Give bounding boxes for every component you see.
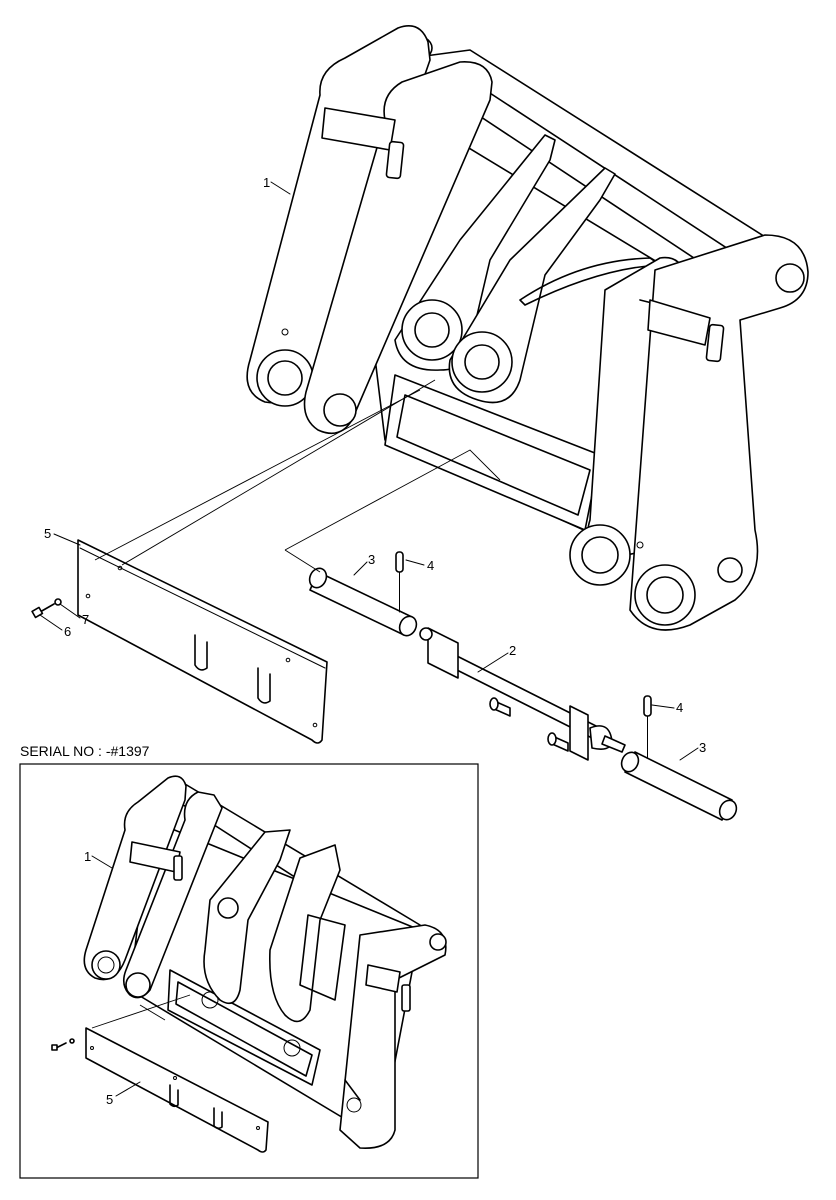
assembly-line	[94, 389, 421, 561]
callout-6: 6	[64, 624, 71, 639]
leader-line	[651, 704, 675, 709]
inset-leader-line	[115, 1081, 141, 1097]
assembly-line	[121, 379, 436, 566]
inset-callout-1: 1	[84, 849, 91, 864]
inset-callout-5: 5	[106, 1092, 113, 1107]
roll-pin-right	[643, 695, 652, 759]
inset-washer	[69, 1038, 75, 1044]
inset-assembly-line	[139, 1004, 166, 1021]
leader-line	[39, 614, 63, 631]
serial-label: SERIAL NO : -#1397	[20, 743, 150, 759]
pin-right	[620, 751, 738, 821]
assembly-line	[284, 549, 321, 573]
callout-1: 1	[263, 175, 270, 190]
inset-assembly-line	[91, 994, 191, 1029]
leader-line	[679, 747, 699, 761]
roll-pin-left	[395, 551, 404, 613]
leader-line	[270, 181, 291, 195]
inset-leader-line	[91, 855, 113, 869]
coupler-shaft	[419, 627, 626, 761]
callout-3b: 3	[699, 740, 706, 755]
leader-line	[353, 561, 368, 576]
callout-5: 5	[44, 526, 51, 541]
inset-cover-plate	[85, 1027, 269, 1153]
inset-bolt-head	[51, 1044, 58, 1051]
washer	[54, 598, 62, 606]
callout-7: 7	[82, 612, 89, 627]
inset-coupler-frame	[83, 775, 447, 1149]
callout-4b: 4	[676, 700, 683, 715]
cover-plate	[77, 539, 328, 744]
coupler-frame	[246, 25, 809, 631]
callout-2: 2	[509, 643, 516, 658]
leader-line	[53, 533, 81, 546]
leader-line	[477, 652, 509, 673]
callout-3: 3	[368, 552, 375, 567]
inset-frame	[19, 763, 479, 1179]
callout-4: 4	[427, 558, 434, 573]
leader-line	[59, 603, 81, 619]
leader-line	[405, 559, 425, 566]
pin-left	[308, 567, 418, 637]
bolt	[31, 603, 55, 619]
assembly-line	[284, 449, 501, 551]
